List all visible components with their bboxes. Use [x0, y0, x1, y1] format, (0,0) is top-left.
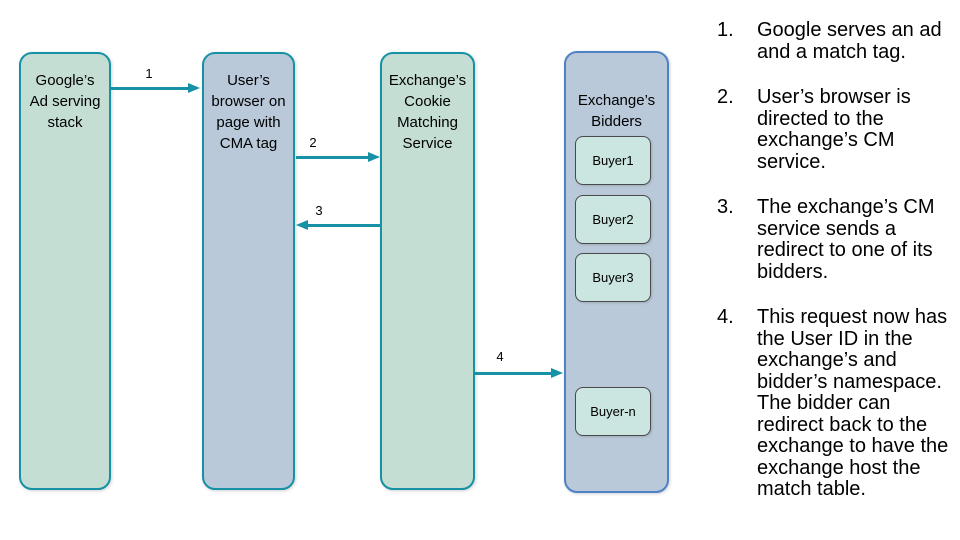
arrow-3-label: 3	[315, 203, 323, 218]
box-user-browser: User’s browser on page with CMA tag	[202, 52, 295, 490]
arrow-4-line	[474, 372, 552, 375]
step-1: 1. Google serves an ad and a match tag.	[717, 19, 952, 63]
arrow-3-head-icon	[296, 220, 308, 230]
arrow-4-label: 4	[496, 349, 504, 364]
step-1-number: 1.	[717, 19, 734, 41]
arrow-3-line	[307, 224, 380, 227]
box-exchange-cookie-matching-service: Exchange’s Cookie Matching Service	[380, 52, 475, 490]
arrow-2-head-icon	[368, 152, 380, 162]
arrow-2-line	[296, 156, 369, 159]
step-4-number: 4.	[717, 306, 734, 328]
step-4-text: This request now has the User ID in the …	[757, 306, 949, 500]
box-google-ad-serving-stack: Google’s Ad serving stack	[19, 52, 111, 490]
buyer-n-box: Buyer-n	[575, 387, 651, 436]
buyer3-box: Buyer3	[575, 253, 651, 302]
step-4: 4. This request now has the User ID in t…	[717, 306, 952, 501]
arrow-1-label: 1	[145, 66, 153, 81]
arrow-4-head-icon	[551, 368, 563, 378]
box-exchange-bidders-title: Exchange’s Bidders	[577, 92, 656, 130]
box-exchange-bidders: Exchange’s Bidders Buyer1 Buyer2 Buyer3 …	[564, 51, 669, 493]
step-3-text: The exchange’s CM service sends a redire…	[757, 196, 935, 283]
steps-list: 1. Google serves an ad and a match tag. …	[717, 19, 952, 525]
step-3: 3. The exchange’s CM service sends a red…	[717, 196, 952, 283]
step-2-number: 2.	[717, 86, 734, 108]
buyer1-box: Buyer1	[575, 136, 651, 185]
arrow-1-line	[110, 87, 189, 90]
step-2-text: User’s browser is directed to the exchan…	[757, 86, 911, 173]
step-2: 2. User’s browser is directed to the exc…	[717, 86, 952, 173]
arrow-2-label: 2	[309, 135, 317, 150]
buyer2-box: Buyer2	[575, 195, 651, 244]
arrow-1-head-icon	[188, 83, 200, 93]
step-3-number: 3.	[717, 196, 734, 218]
step-1-text: Google serves an ad and a match tag.	[757, 19, 942, 63]
